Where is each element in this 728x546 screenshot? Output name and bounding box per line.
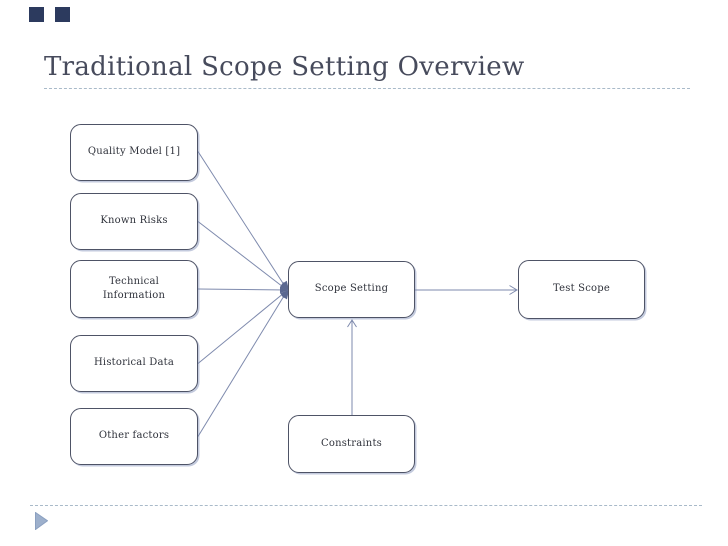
slide-title: Traditional Scope Setting Overview bbox=[44, 52, 525, 82]
node-known-risks: Known Risks bbox=[70, 193, 198, 250]
node-historical-data: Historical Data bbox=[70, 335, 198, 392]
node-quality-model: Quality Model [1] bbox=[70, 124, 198, 181]
node-other-factors: Other factors bbox=[70, 408, 198, 465]
accent-square-icon bbox=[55, 7, 70, 22]
node-scope-setting: Scope Setting bbox=[288, 261, 415, 318]
node-test-scope: Test Scope bbox=[518, 260, 645, 319]
node-constraints: Constraints bbox=[288, 415, 415, 473]
footer-divider-rule bbox=[30, 505, 702, 506]
accent-square-icon bbox=[29, 7, 44, 22]
footer-triangle-icon bbox=[35, 512, 48, 530]
node-technical-information: Technical Information bbox=[70, 260, 198, 318]
title-divider-rule bbox=[44, 88, 690, 89]
